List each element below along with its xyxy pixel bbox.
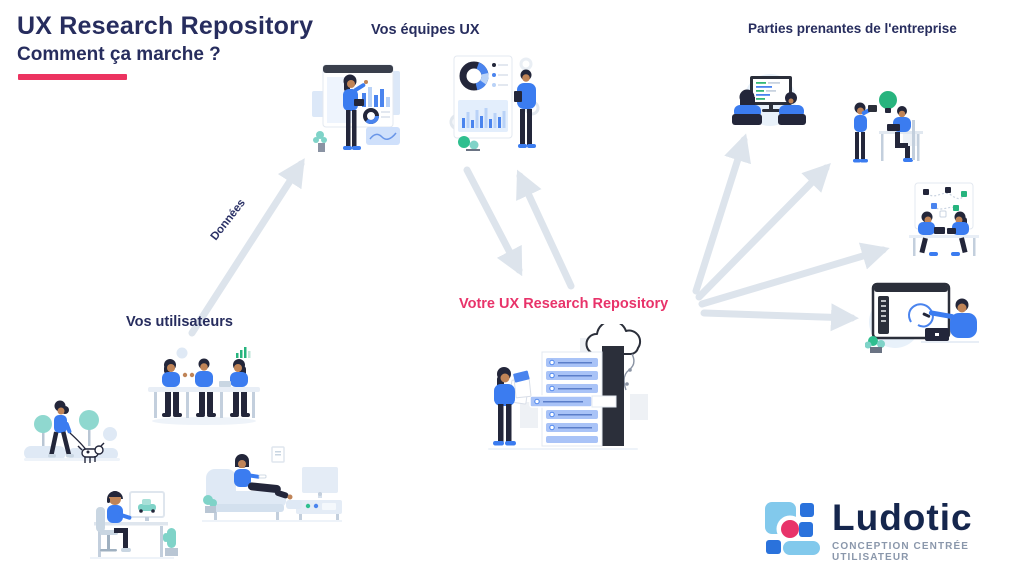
illustration-user-couch-tv [202, 446, 342, 522]
page-title: UX Research Repository [17, 12, 314, 40]
brand-tagline: CONCEPTION CENTRÉE UTILISATEUR [832, 541, 970, 563]
page-subtitle: Comment ça marche ? [17, 44, 221, 65]
arrow-repo-to-idea-desk [695, 163, 831, 301]
ludotic-logo: Ludotic CONCEPTION CENTRÉE UTILISATEUR [762, 497, 1030, 563]
illustration-stakeholders-design-screen [865, 282, 979, 353]
label-ux-teams: Vos équipes UX [371, 22, 480, 38]
arrow-repo-to-design-screen [700, 303, 859, 332]
brand-name: Ludotic [832, 497, 973, 538]
illustration-ux-team-report [449, 55, 540, 151]
illustration-users-focus-group [148, 347, 260, 425]
illustration-user-desk-computer [90, 491, 178, 559]
illustration-stakeholders-pair-programming [732, 74, 806, 126]
arrow-repo-to-planning-board [698, 242, 890, 308]
illustration-ux-team-dashboard [312, 64, 400, 152]
arrow-users-to-teams [188, 158, 305, 337]
ludotic-logo-mark [765, 502, 820, 555]
arrow-label-donnees: Données [208, 197, 248, 243]
label-stakeholders: Parties prenantes de l'entreprise [748, 21, 957, 36]
illustration-user-dog-walk [24, 400, 120, 463]
accent-underline [18, 74, 127, 80]
label-repository: Votre UX Research Repository [459, 296, 669, 312]
illustration-stakeholders-idea-desk [853, 91, 923, 163]
label-users: Vos utilisateurs [126, 314, 233, 330]
server-rows [529, 358, 617, 443]
illustration-repository-server [488, 324, 648, 450]
illustration-stakeholders-planning-board [909, 182, 979, 256]
arrow-repo-to-teams [516, 169, 575, 290]
arrow-repo-to-pair-programming [692, 133, 751, 295]
arrow-teams-to-repo [463, 166, 523, 277]
